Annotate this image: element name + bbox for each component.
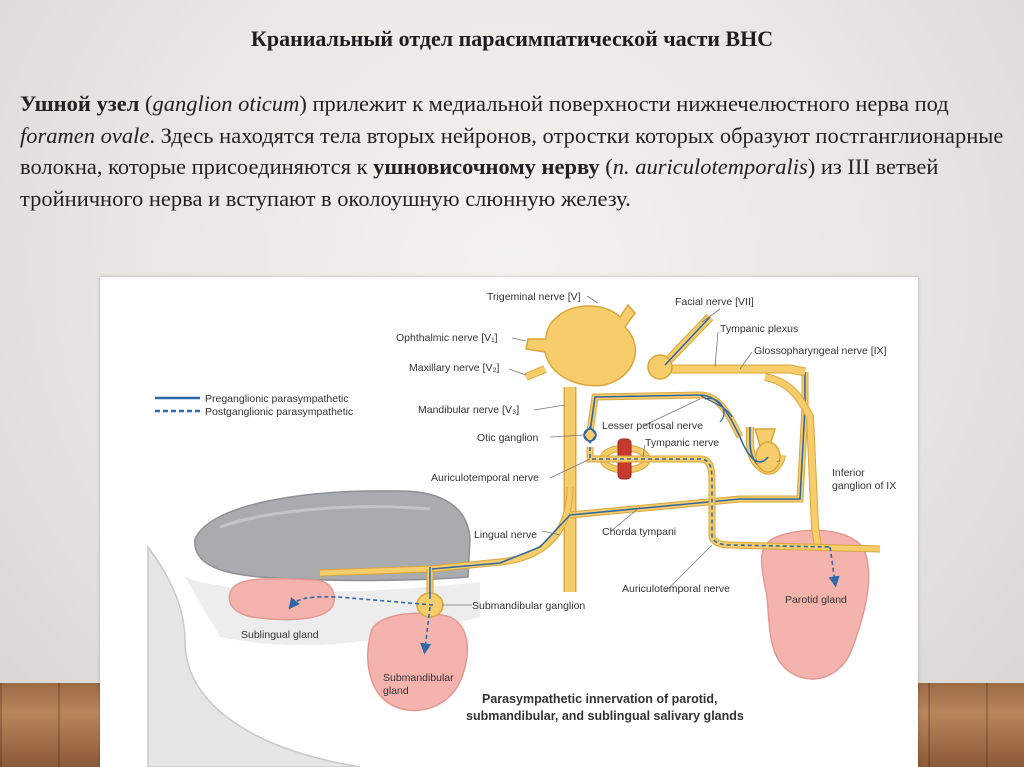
- slide-paragraph: Ушной узел (ganglion oticum) прилежит к …: [20, 88, 1010, 214]
- label-mandibular-nerve: Mandibular nerve [V₃]: [418, 404, 519, 416]
- sublingual-gland: [228, 577, 336, 621]
- label-inferior-ganglion-1: Inferior: [832, 467, 865, 479]
- chorda-tympani: [569, 372, 809, 519]
- tongue: [194, 490, 471, 582]
- label-submandibular-gland-1: Submandibular: [383, 672, 454, 684]
- label-inferior-ganglion-2: ganglion of IX: [832, 480, 896, 492]
- text-run: (: [599, 154, 613, 179]
- label-tympanic-nerve: Tympanic nerve: [645, 437, 719, 449]
- label-otic-ganglion: Otic ganglion: [477, 432, 538, 444]
- auriculotemporal-nerve: [586, 447, 881, 588]
- facial-nerve: [647, 313, 806, 380]
- label-chorda-tympani: Chorda tympani: [602, 526, 676, 538]
- term-otic-ganglion: Ушной узел: [20, 91, 140, 116]
- tongue-highlight: [219, 505, 431, 529]
- submandibular-ganglion: [288, 514, 571, 655]
- caption-line-1: Parasympathetic innervation of parotid,: [482, 692, 717, 706]
- term-n-auriculotemporalis: n. auriculotemporalis: [612, 154, 808, 179]
- label-auriculotemporal-nerve-bottom: Auriculotemporal nerve: [622, 583, 730, 595]
- parotid-gland: [760, 529, 870, 680]
- label-lingual-nerve: Lingual nerve: [474, 529, 537, 541]
- anatomy-diagram: Preganglionic parasympathetic Postgangli…: [147, 291, 896, 767]
- anatomy-figure: Preganglionic parasympathetic Postgangli…: [100, 277, 918, 767]
- term-ganglion-oticum: ganglion oticum: [152, 91, 300, 116]
- term-auriculotemporal-nerve: ушновисочному нерву: [373, 154, 600, 179]
- label-auriculotemporal-nerve-top: Auriculotemporal nerve: [431, 472, 539, 484]
- leader-lines: [442, 295, 781, 606]
- slide-title: Краниальный отдел парасимпатической част…: [250, 26, 774, 51]
- label-submandibular-gland-2: gland: [383, 685, 409, 697]
- text-run: (: [139, 91, 153, 116]
- text-run: ) из III ветвей тройничного нерва и всту…: [20, 154, 939, 211]
- text-run: . Здесь находятся тела вторых нейронов, …: [20, 122, 1004, 180]
- legend-post-label: Postganglionic parasympathetic: [205, 406, 353, 418]
- caption-line-2: submandibular, and sublingual salivary g…: [466, 709, 744, 723]
- tympanic-plexus: [586, 391, 769, 463]
- label-facial-nerve: Facial nerve [VII]: [675, 296, 754, 308]
- label-parotid-gland: Parotid gland: [785, 594, 847, 606]
- label-glossopharyngeal-nerve: Glossopharyngeal nerve [IX]: [754, 345, 887, 357]
- label-submandibular-ganglion: Submandibular ganglion: [472, 600, 585, 612]
- term-foramen-ovale: foramen ovale: [20, 122, 150, 148]
- jaw-outline: [147, 544, 361, 767]
- label-ophthalmic-nerve: Ophthalmic nerve [V₁]: [396, 332, 498, 344]
- label-lesser-petrosal-nerve: Lesser petrosal nerve: [602, 420, 703, 432]
- legend-pre-label: Preganglionic parasympathetic: [205, 393, 349, 405]
- otic-ganglion: [583, 426, 597, 444]
- text-run: ) прилежит к медиальной поверхности нижн…: [299, 91, 949, 116]
- lingual-nerve: [319, 486, 574, 577]
- diagram-legend: Preganglionic parasympathetic Postgangli…: [155, 393, 353, 418]
- label-sublingual-gland: Sublingual gland: [241, 629, 319, 641]
- label-maxillary-nerve: Maxillary nerve [V₂]: [409, 362, 500, 374]
- label-tympanic-plexus: Tympanic plexus: [720, 323, 798, 335]
- label-trigeminal-nerve: Trigeminal nerve [V]: [487, 291, 581, 303]
